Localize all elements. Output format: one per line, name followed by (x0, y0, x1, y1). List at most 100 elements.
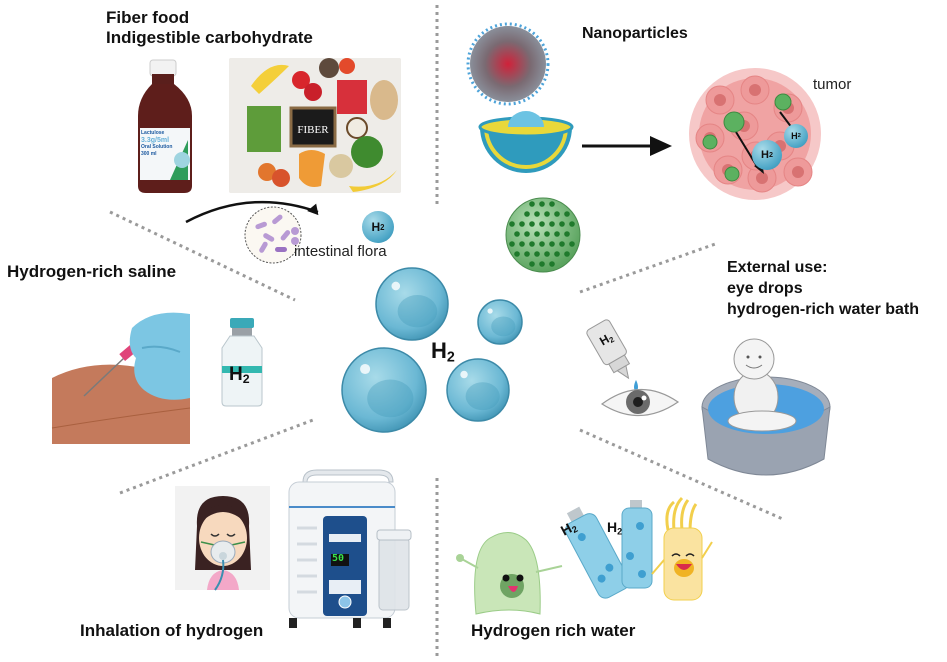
nanoparticle-dot (559, 221, 565, 227)
divider-lower-right (579, 428, 786, 522)
nanoparticle-dot (524, 231, 530, 237)
polymer-nanoparticle-icon (466, 22, 550, 106)
tumor-h2-small-label: H (791, 131, 798, 141)
nanoparticle-dot (564, 251, 570, 257)
center-h2-label: H2 (431, 338, 455, 366)
h2-vial-icon (221, 318, 263, 407)
yellow-microbe-character (651, 496, 713, 601)
nanoparticle-dot (509, 241, 515, 247)
fiber-h2-subscript: 2 (380, 222, 385, 232)
tumor-label: tumor (813, 76, 852, 93)
nanoparticle-dot (514, 251, 520, 257)
arrow-head-icon (307, 203, 319, 216)
lactulose-label-text: Lactulose 3.3g/5ml Oral Solution 300 ml (141, 130, 183, 158)
tumor-nanoparticle (702, 134, 718, 150)
bubble-highlight (391, 281, 401, 291)
nanoparticle-dot (544, 211, 550, 217)
nanoparticle-dot (529, 261, 535, 267)
vial-h2-subscript: 2 (242, 372, 250, 387)
eye-icon (600, 380, 680, 417)
nanoparticle-dot (569, 221, 575, 227)
control-knob (338, 595, 352, 609)
nanoparticle-dot (539, 221, 545, 227)
nanoparticle-dot (549, 261, 555, 267)
nanoparticle-dot (539, 261, 545, 267)
nanoparticle-dot (554, 231, 560, 237)
lcd-display (331, 554, 349, 566)
tumor-nanoparticle (724, 166, 740, 182)
bubble-highlight (460, 370, 468, 379)
tumor-nanoparticle (774, 93, 792, 111)
nanoparticle-dot (519, 221, 525, 227)
nanoparticle-dot (534, 231, 540, 237)
bottle2-h2-subscript: 2 (617, 526, 623, 537)
intestinal-flora-label: intestinal flora (294, 243, 387, 260)
center-bubbles (341, 267, 523, 433)
tumor-h2-small-subscript: 2 (797, 133, 801, 139)
tumor-cell-nucleus (756, 172, 768, 184)
papaya-icon (299, 150, 325, 187)
fiber-h2-label: H (371, 220, 381, 234)
external-title-line1: External use: (727, 259, 828, 276)
bubble-shade (491, 316, 516, 337)
divider-upper-left (109, 210, 296, 302)
bubble-highlight (360, 363, 371, 375)
fiber-board-text: FIBER (297, 124, 329, 136)
fiber-title-line1: Fiber food (106, 8, 190, 27)
nanoparticle-dot (514, 231, 520, 237)
water-drop-icon (634, 380, 638, 392)
tumor-cell-nucleus (792, 166, 804, 178)
nanoparticle-dot (524, 211, 530, 217)
bubble-shade (465, 382, 500, 411)
lactulose-dose: 3.3g/5ml (141, 137, 170, 144)
lactulose-volume: 300 ml (141, 151, 157, 157)
water-title: Hydrogen rich water (471, 621, 636, 640)
nanoparticle-dot (534, 211, 540, 217)
brussels-sprouts-icon (247, 106, 281, 152)
center-h2-letter: H (431, 338, 447, 363)
lactulose-form: Oral Solution (141, 144, 173, 150)
center-h2-subscript: 2 (446, 349, 455, 366)
baby-bath-illustration (701, 338, 831, 476)
bottle2-h2-label: H2 (607, 519, 622, 536)
nanoparticle-dot (549, 221, 555, 227)
nanoparticles-title: Nanoparticles (582, 25, 688, 42)
external-title-line2: eye drops (727, 280, 803, 297)
bubble-shade (367, 379, 414, 418)
nanoparticle-dot (529, 221, 535, 227)
saline-title: Hydrogen-rich saline (7, 262, 177, 281)
liposome-icon (478, 111, 574, 173)
hydrogen-water-illustration (456, 496, 713, 615)
apple-icon (292, 71, 310, 89)
tumor-cell-nucleus (749, 84, 761, 96)
intestinal-flora-icon (244, 206, 302, 264)
nanoparticle-dot (544, 231, 550, 237)
syringe-needle-icon (83, 357, 125, 397)
nanoparticle-dot (509, 221, 515, 227)
nanoparticle-dot (549, 241, 555, 247)
nanoparticle-dot (539, 201, 545, 207)
nanoparticle-dot (564, 231, 570, 237)
external-title: External use: eye drops hydrogen-rich wa… (727, 257, 919, 320)
nanoparticle-dot (554, 211, 560, 217)
gloved-hand-icon (129, 312, 190, 400)
lactulose-brand: Lactulose (141, 130, 165, 136)
external-title-line3: hydrogen-rich water bath (727, 301, 920, 318)
nanoparticle-dot (534, 251, 540, 257)
fiber-food-illustration: FIBER (229, 58, 401, 193)
nanoparticle-dot (559, 241, 565, 247)
nanoparticle-dot (549, 201, 555, 207)
inhalation-person-image (175, 486, 270, 591)
hydrogen-generator-machine (288, 469, 412, 628)
tumor-h2-large-subscript: 2 (768, 151, 773, 159)
tumor-nanoparticle (723, 111, 745, 133)
fiber-board (289, 106, 337, 148)
arrow-head-icon (650, 136, 672, 156)
nanoparticle-dot (529, 241, 535, 247)
fiber-title: Fiber food Indigestible carbohydrate (106, 8, 313, 48)
bottle2-h2-letter: H (607, 519, 618, 535)
baby-head (733, 338, 775, 380)
